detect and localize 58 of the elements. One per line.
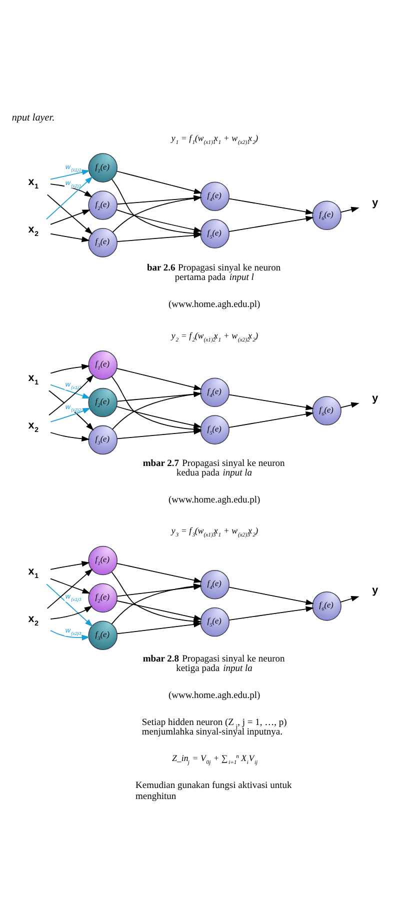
arrow xyxy=(340,596,360,603)
arrow xyxy=(228,198,314,215)
arrow xyxy=(228,606,314,621)
label: Z_in$_{j}$ = V$_{0j}$ + ∑$_{i=1}$$^{n}$ X$_{i}$V$_{ij}$ xyxy=(172,752,258,766)
node-text: y xyxy=(372,392,378,404)
arrow xyxy=(50,184,93,198)
arrow xyxy=(46,568,93,609)
node-text: x$_{1}$ xyxy=(28,566,39,580)
arrow xyxy=(116,406,202,428)
arrow xyxy=(50,233,90,242)
arrow xyxy=(50,561,90,570)
arrow xyxy=(50,578,91,594)
arrow xyxy=(48,374,94,416)
label: Kemudian gunakan fungsi aktivasi untuk menghitun xyxy=(136,781,292,802)
arrow xyxy=(228,411,314,428)
arrow xyxy=(46,194,93,234)
node-text: x$_{1}$ xyxy=(28,176,39,190)
arrow xyxy=(48,390,94,431)
arrow xyxy=(116,622,202,634)
arrow xyxy=(50,408,91,422)
node-text: y xyxy=(372,584,378,597)
arrow xyxy=(50,606,93,620)
arrow xyxy=(116,209,202,232)
label: y$_{1}$ = f$_{1}$(w$_{(x1)1}$x$_{1}$ + w$_{(x2)1}$x$_{2}$) xyxy=(171,132,258,146)
arrow xyxy=(50,432,90,442)
node-text: x$_{2}$ xyxy=(28,613,39,628)
node-text: x$_{2}$ xyxy=(28,420,39,434)
arrow xyxy=(50,364,90,374)
arrow xyxy=(228,394,314,410)
label: (www.home.agh.edu.pl) xyxy=(168,495,260,506)
label: mbar 2.8 Propagasi sinyal ke neuron ketiga pada input la xyxy=(142,654,285,674)
arrow xyxy=(116,232,202,242)
arrow xyxy=(50,169,90,180)
arrow xyxy=(228,586,314,606)
node-text: x$_{1}$ xyxy=(28,372,39,387)
arrow xyxy=(50,630,90,640)
arrow xyxy=(340,206,360,213)
arrow xyxy=(340,402,360,408)
arrow xyxy=(116,368,202,390)
node-text: x$_{2}$ xyxy=(28,224,39,238)
label: nput layer. xyxy=(12,112,55,124)
node-text: y xyxy=(372,196,378,209)
label: bar 2.6 Propagasi sinyal ke neuron pertama pada input l xyxy=(146,264,281,284)
label: mbar 2.7 Propagasi sinyal ke neuron kedua pada input la xyxy=(142,458,285,478)
arrow xyxy=(116,170,202,194)
arrow xyxy=(50,210,91,225)
arrow xyxy=(46,584,93,627)
arrow xyxy=(46,176,93,220)
arrow xyxy=(116,562,202,584)
arrow xyxy=(116,600,202,620)
arrow xyxy=(116,428,202,440)
label: y$_{3}$ = f$_{3}$(w$_{(x1)3}$x$_{1}$ + w$_{(x2)3}$x$_{2}$) xyxy=(171,526,258,539)
label: y$_{2}$ = f$_{2}$(w$_{(x1)2}$x$_{1}$ + w$_{(x2)2}$x$_{2}$) xyxy=(171,330,258,344)
arrow xyxy=(228,216,314,232)
arrow xyxy=(50,384,91,399)
label: Setiap hidden neuron (Z$_{j}$, j = 1, …, p) menjumlahka sinyal-sinyal inputnya. xyxy=(142,718,287,738)
label: (www.home.agh.edu.pl) xyxy=(168,300,260,310)
label: (www.home.agh.edu.pl) xyxy=(168,690,260,701)
